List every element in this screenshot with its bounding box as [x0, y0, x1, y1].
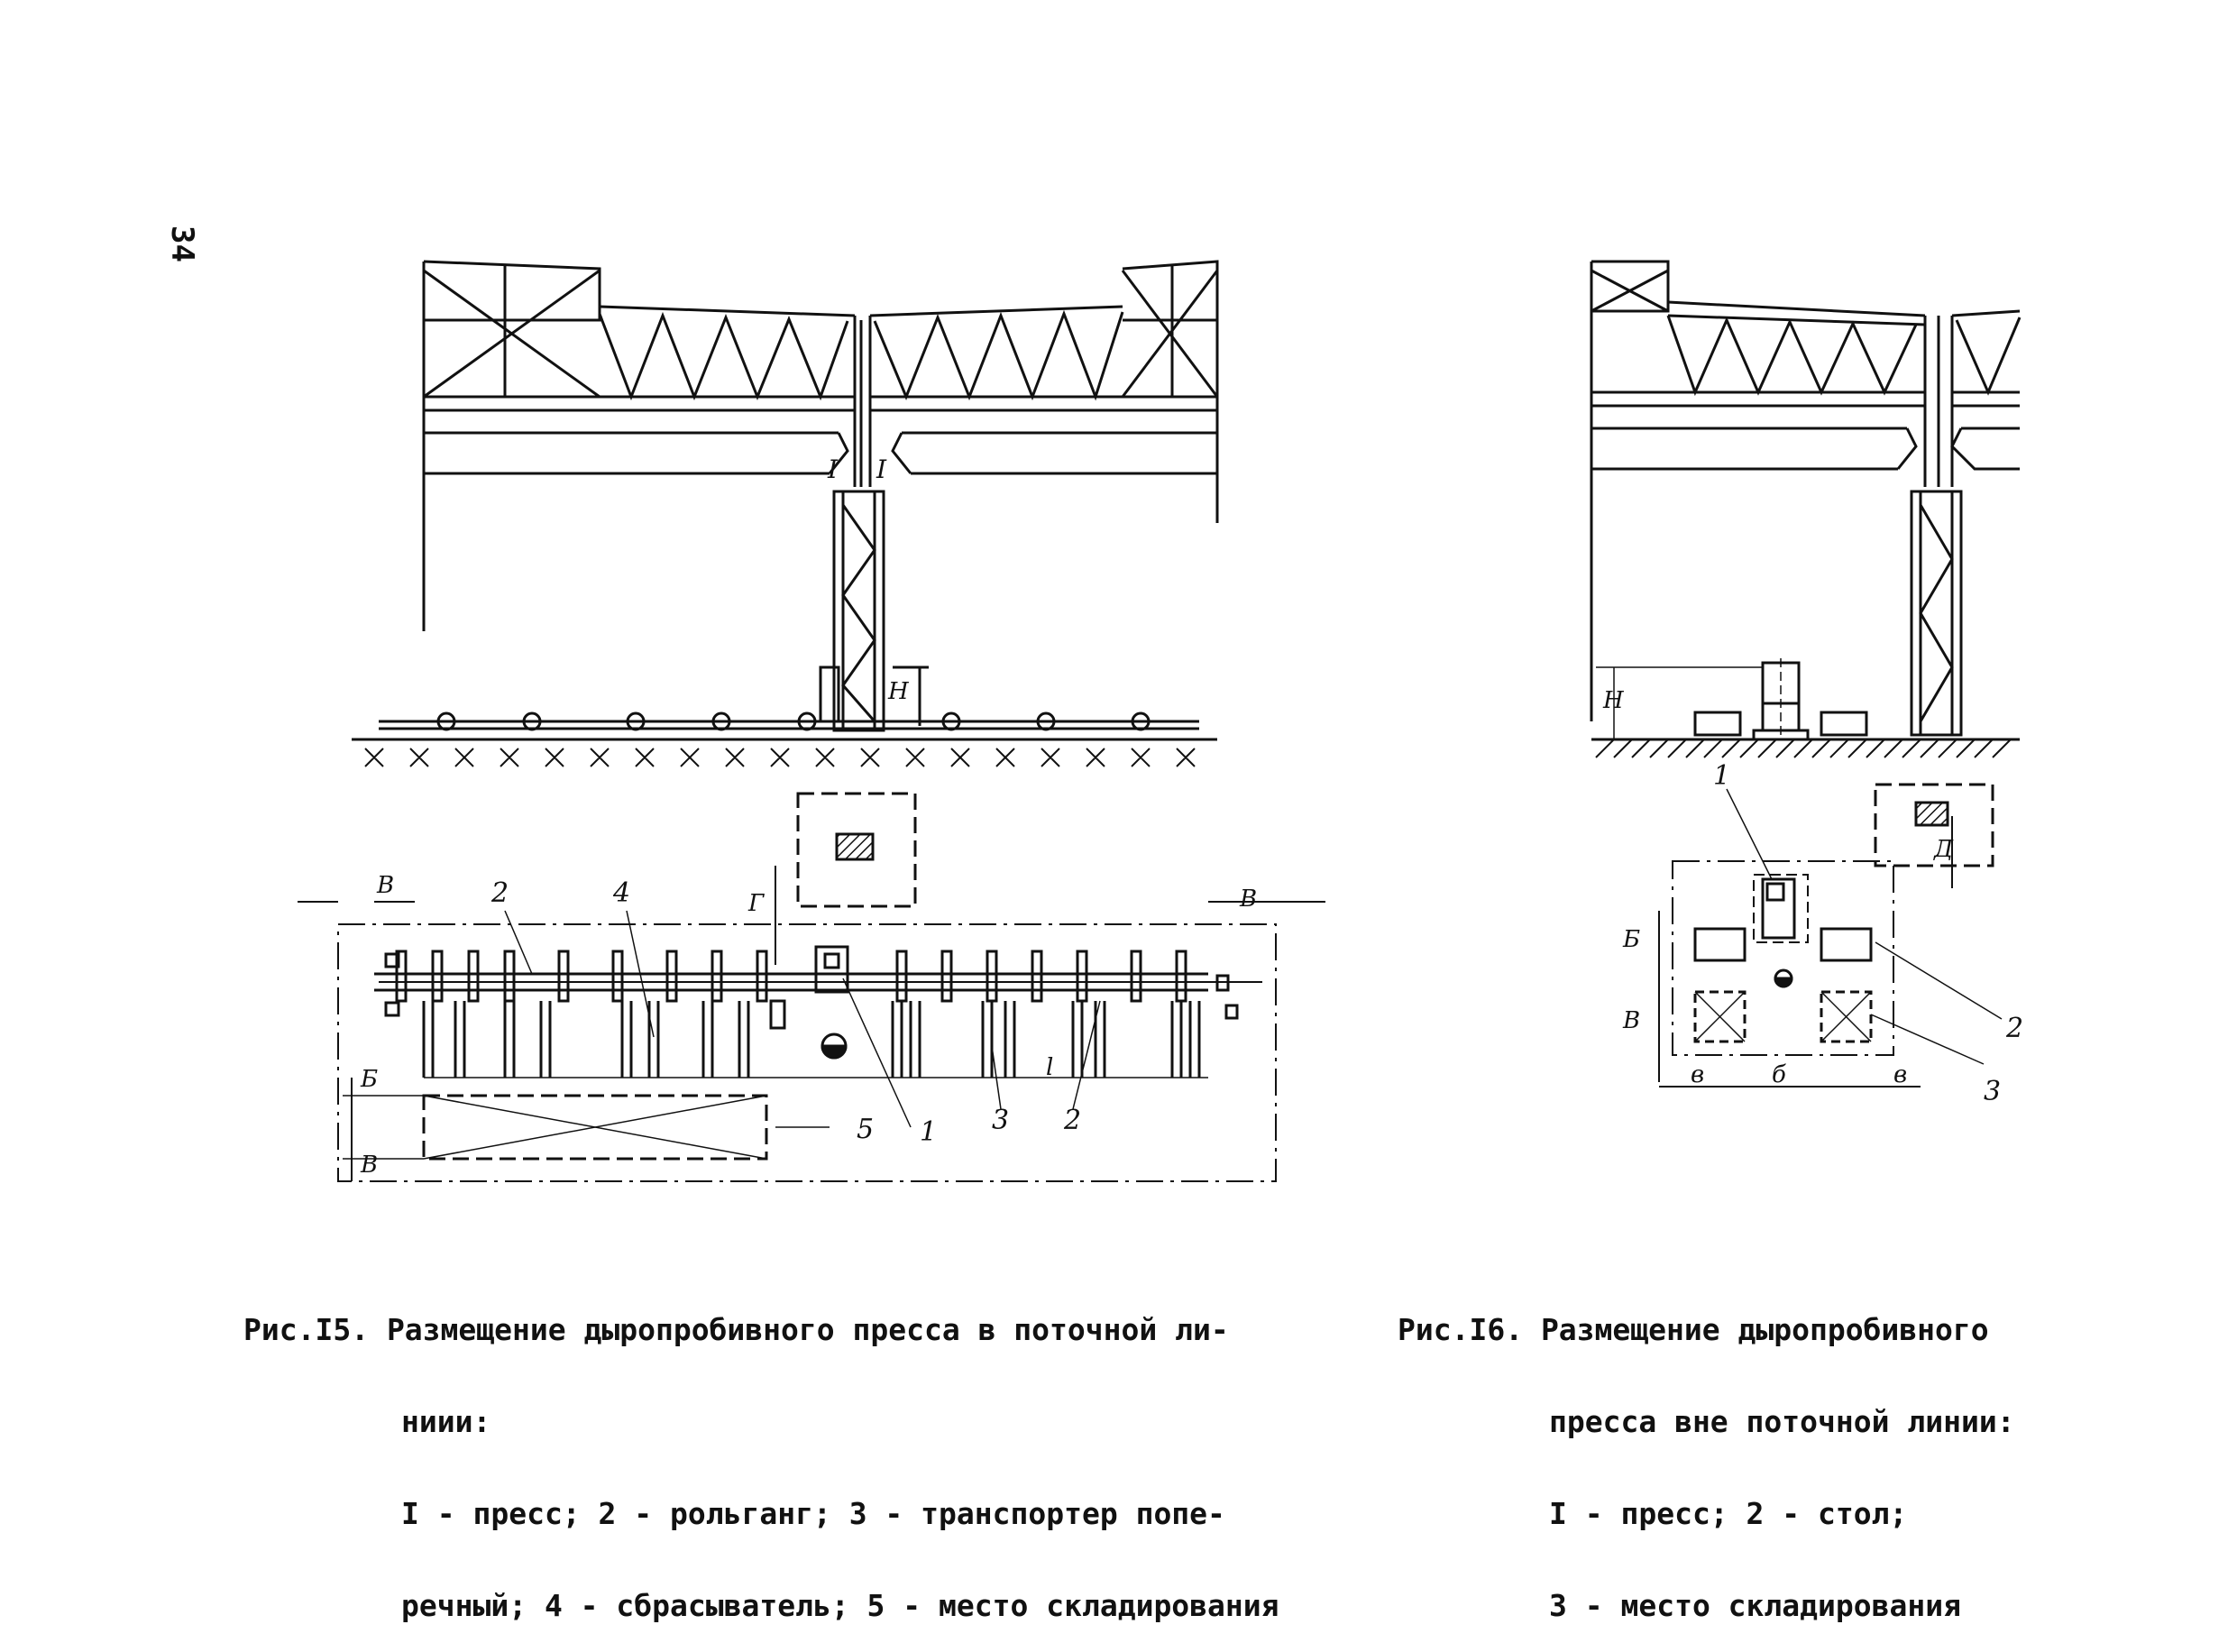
- fig16-callout-3: 3: [1984, 1076, 2001, 1107]
- fig15-callout-3: 3: [992, 1105, 1009, 1136]
- fig16-dim-V: В: [1622, 1007, 1640, 1034]
- fig16-plan: [1658, 783, 2003, 1088]
- fig16-callout-1: 1: [1713, 760, 1730, 792]
- fig15-dim-G: Г: [747, 890, 765, 917]
- fig15-caption-line-3: I - пресс; 2 - рольганг; 3 - транспортер…: [401, 1496, 1225, 1531]
- fig16-caption-line-2: пресса вне поточной линии:: [1549, 1404, 2015, 1439]
- fig16-dim-B: Б: [1622, 926, 1640, 953]
- fig16-dim-D: Д: [1933, 836, 1954, 863]
- fig16-callout-2: 2: [2005, 1013, 2023, 1044]
- fig16-dim-b2: б: [1772, 1061, 1786, 1088]
- fig16-caption-line-1: Рис.I6. Размещение дыропробивного: [1398, 1312, 1989, 1347]
- fig15-dim-B-left: В: [376, 872, 394, 899]
- fig16-caption-line-3: I - пресс; 2 - стол;: [1549, 1496, 1908, 1531]
- fig15-callout-4: 4: [612, 877, 630, 909]
- fig15-dim-H: H: [887, 678, 910, 705]
- technical-drawing: I I H: [298, 260, 2023, 1182]
- fig15-callout-2b: 2: [1063, 1105, 1081, 1136]
- figure-15-caption: Рис.I5. Размещение дыропробивного пресса…: [243, 1253, 1279, 1652]
- fig15-callout-5: 5: [857, 1114, 874, 1145]
- fig15-callout-1: 1: [920, 1116, 937, 1148]
- fig15-elevation: I I: [352, 260, 1219, 767]
- svg-text:I: I: [876, 454, 887, 484]
- fig15-dim-B-row: Б: [360, 1066, 378, 1093]
- fig16-dim-v1: в: [1691, 1061, 1704, 1088]
- fig15-dim-B-right: В: [1239, 886, 1257, 913]
- fig15-caption-line-1: Рис.I5. Размещение дыропробивного пресса…: [243, 1312, 1229, 1347]
- fig16-elevation: [1590, 260, 2022, 758]
- fig16-caption-line-4: 3 - место складирования: [1549, 1588, 1961, 1623]
- fig15-plan: [298, 792, 1325, 1182]
- fig15-caption-line-4: речный; 4 - сбрасыватель; 5 - место скла…: [401, 1588, 1279, 1623]
- fig16-dim-v3: в: [1893, 1061, 1907, 1088]
- fig15-callout-2a: 2: [490, 877, 509, 909]
- figure-16-caption: Рис.I6. Размещение дыропробивного пресса…: [1398, 1253, 2015, 1652]
- fig15-caption-line-2: ниии:: [401, 1404, 491, 1439]
- svg-text:I: I: [827, 454, 839, 484]
- fig16-dim-H: H: [1602, 687, 1625, 714]
- fig15-dim-V-row: В: [360, 1152, 378, 1179]
- fig15-dim-l: l: [1046, 1054, 1053, 1081]
